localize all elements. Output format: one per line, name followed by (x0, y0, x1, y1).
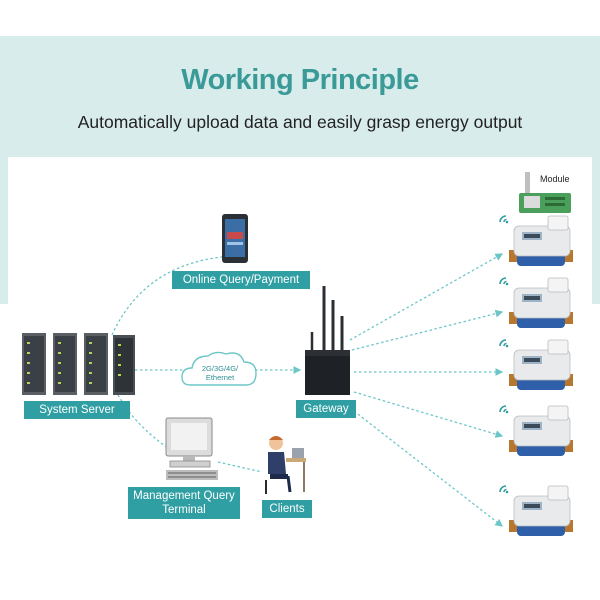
connector-gateway-meter-2 (351, 309, 504, 351)
water-meter-1 (499, 215, 573, 266)
gateway-label: Gateway (296, 400, 356, 418)
tablet-icon (222, 214, 248, 263)
page-subtitle: Automatically upload data and easily gra… (77, 112, 523, 132)
connector-gateway-meter-1 (349, 253, 504, 341)
wifi-signal-icon (499, 405, 509, 414)
gateway-icon (305, 286, 350, 395)
wifi-signal-icon (499, 215, 509, 224)
management-terminal-label: Management Query Terminal (128, 487, 240, 519)
online-query-label: Online Query/Payment (172, 271, 310, 289)
connector-gateway-meter-5 (349, 407, 504, 527)
water-meter-4 (499, 405, 573, 456)
computer-icon (165, 417, 218, 480)
connector-gateway-meter-4 (353, 391, 504, 438)
module-label: Module (540, 174, 570, 184)
water-meter-2 (499, 277, 573, 328)
module-icon (519, 172, 571, 213)
connector-terminal-clients (217, 461, 263, 473)
wifi-signal-icon (499, 339, 509, 348)
management-terminal-line1: Management Query (133, 490, 235, 502)
management-terminal-line2: Terminal (162, 504, 206, 516)
network-label: 2G/3G/4G/ Ethernet (188, 364, 252, 382)
cloud-icon (181, 351, 257, 386)
clients-label: Clients (262, 500, 312, 518)
water-meter-3 (499, 339, 573, 390)
connector-server-online (111, 252, 234, 336)
wifi-signal-icon (499, 277, 509, 286)
network-label-line2: Ethernet (205, 373, 235, 382)
network-label-line1: 2G/3G/4G/ (201, 364, 239, 373)
server-rack-icon (22, 333, 135, 395)
page-title: Working Principle (181, 64, 419, 96)
connector-server-terminal (117, 394, 169, 449)
wifi-signal-icon (499, 485, 509, 494)
system-server-label: System Server (24, 401, 130, 419)
water-meter-5 (499, 485, 573, 536)
person-icon (265, 436, 306, 494)
water-meter-group (499, 215, 573, 536)
